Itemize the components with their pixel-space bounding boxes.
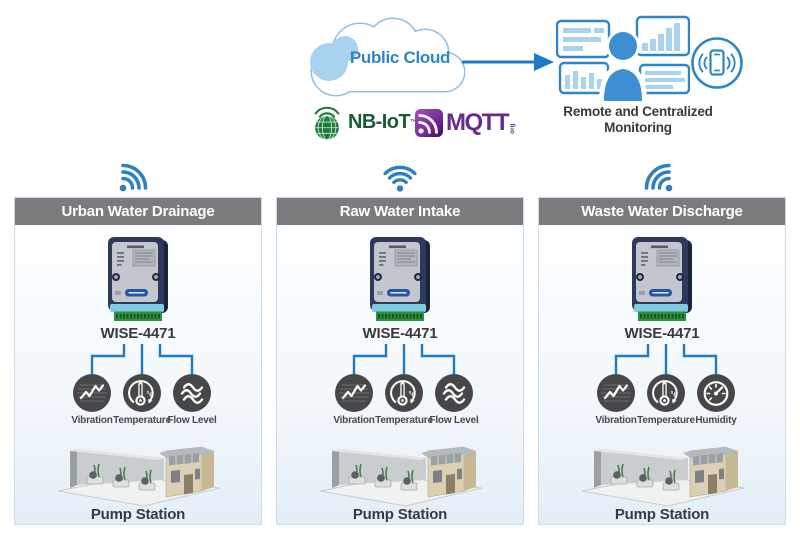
sensor-label: Vibration (71, 415, 113, 426)
mqtt-logo: MQTT org (415, 106, 516, 140)
sensor-vibration: Vibration (314, 373, 394, 426)
device-label: WISE-4471 (624, 325, 700, 342)
panel-title: Waste Water Discharge (539, 198, 785, 225)
sensor-humidity: Humidity (676, 373, 756, 426)
wise-4471-device-image (630, 235, 696, 323)
panel-urban-water-drainage: Urban Water Drainage WISE-4471 Vibration… (14, 197, 262, 525)
sensor-label: Temperature (375, 415, 433, 426)
device-label: WISE-4471 (100, 325, 176, 342)
nbiot-label: NB-IoT (348, 110, 411, 133)
sensor-flow-level: Flow Level (414, 373, 494, 426)
pump-station-label: Pump Station (614, 506, 710, 523)
sensor-label: Temperature (113, 415, 171, 426)
cloud-monitoring-section: Public Cloud Remote and Centralized Moni… (0, 0, 800, 197)
sensor-temperature: Temperature (626, 373, 706, 426)
flow-level-icon (172, 373, 212, 413)
monitoring-label: Remote and Centralized Monitoring (563, 104, 713, 136)
mobile-signal-icon (690, 36, 744, 90)
humidity-icon (696, 373, 736, 413)
sensor-label: Temperature (637, 415, 695, 426)
wise-4471-device-image (106, 235, 172, 323)
panel-title: Raw Water Intake (277, 198, 523, 225)
sensor-temperature: Temperature (102, 373, 182, 426)
pump-station-illustration (316, 431, 486, 511)
sensor-label: Humidity (695, 415, 737, 426)
pump-station-illustration (54, 431, 224, 511)
sensor-vibration: Vibration (576, 373, 656, 426)
sensor-flow-level: Flow Level (152, 373, 232, 426)
wifi-signal-icon (380, 159, 420, 195)
wifi-signal-icon (640, 159, 676, 195)
sensor-label: Flow Level (167, 415, 217, 426)
pump-station-illustration (578, 431, 748, 511)
panel-waste-water-discharge: Waste Water Discharge WISE-4471 Vibratio… (538, 197, 786, 525)
connector-lines (15, 343, 263, 375)
panel-title: Urban Water Drainage (15, 198, 261, 225)
panel-body: WISE-4471 Vibration Temperature Flow Lev… (15, 225, 261, 524)
panel-body: WISE-4471 Vibration Temperature Flow Lev… (277, 225, 523, 524)
sensor-vibration: Vibration (52, 373, 132, 426)
mqtt-org-suffix: org (508, 123, 516, 134)
sensor-label: Flow Level (429, 415, 479, 426)
connector-lines (539, 343, 787, 375)
wise-4471-device-image (368, 235, 434, 323)
monitoring-dashboards-icon (556, 14, 690, 102)
device-label: WISE-4471 (362, 325, 438, 342)
nbiot-logo: NB-IoT ™ (308, 102, 417, 142)
public-cloud-label: Public Cloud (349, 48, 451, 67)
panel-raw-water-intake: Raw Water Intake WISE-4471 Vibration Tem… (276, 197, 524, 525)
connector-lines (277, 343, 525, 375)
arrow-right-icon (462, 53, 554, 71)
flow-level-icon (434, 373, 474, 413)
wifi-signal-icon (116, 159, 152, 195)
panel-body: WISE-4471 Vibration Temperature Humidity… (539, 225, 785, 524)
pump-station-label: Pump Station (90, 506, 186, 523)
sensor-label: Vibration (333, 415, 375, 426)
sensor-label: Vibration (595, 415, 637, 426)
mqtt-label: MQTT (446, 109, 509, 136)
sensor-temperature: Temperature (364, 373, 444, 426)
nbiot-trademark: ™ (409, 118, 417, 126)
pump-station-label: Pump Station (352, 506, 448, 523)
nbiot-globe-icon (308, 103, 346, 141)
mqtt-signal-icon (415, 109, 443, 137)
site-panels: Urban Water Drainage WISE-4471 Vibration… (14, 197, 786, 525)
